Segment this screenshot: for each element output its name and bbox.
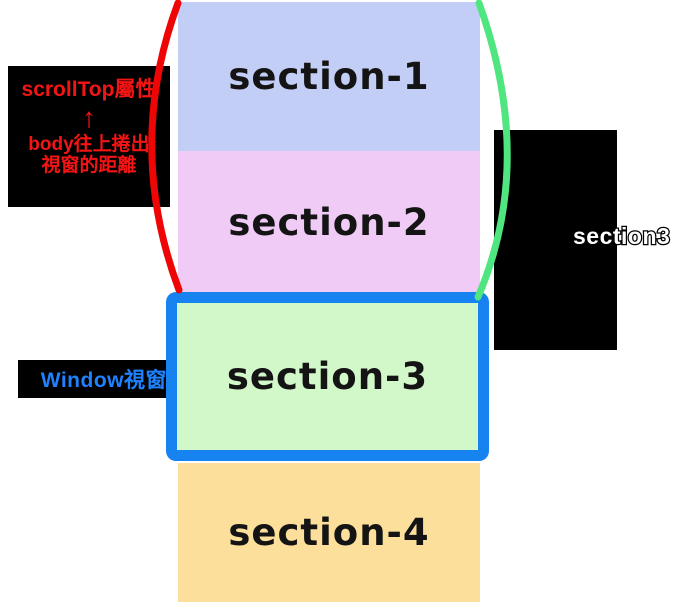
section-1-label: section-1 — [228, 55, 430, 98]
right-section3-label: section3 — [572, 222, 671, 251]
up-arrow-icon: ↑ — [82, 102, 96, 133]
section-4-label: section-4 — [228, 511, 430, 554]
section-2-label: section-2 — [228, 200, 430, 244]
scrolltop-desc-line1: body往上捲出 — [28, 134, 150, 155]
scrolltop-desc-line2: 視窗的距離 — [41, 155, 137, 176]
window-label-box: Window視窗 — [18, 360, 170, 398]
scrolltop-property-label: scrollTop屬性 — [21, 78, 157, 101]
right-annotation-box — [494, 130, 617, 350]
window-viewport-box: section-3 — [166, 292, 489, 461]
section-1-block: section-1 — [178, 2, 480, 151]
section-4-block: section-4 — [178, 463, 480, 602]
window-viewport-label: Window視窗 — [40, 369, 167, 392]
section-3-label: section-3 — [226, 355, 429, 398]
scrolltop-annotation-box: scrollTop屬性 ↑ body往上捲出 視窗的距離 — [8, 66, 170, 207]
section-3-block: section-3 — [177, 303, 478, 450]
section-2-block: section-2 — [178, 151, 480, 293]
